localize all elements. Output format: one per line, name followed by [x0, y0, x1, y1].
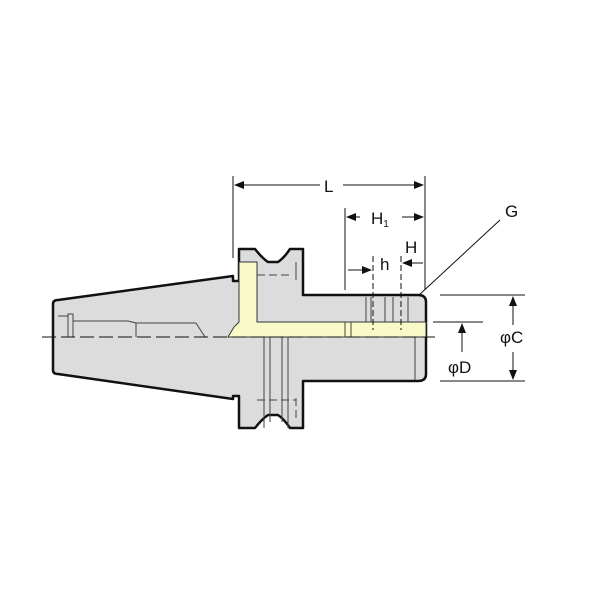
holder-body [51, 247, 428, 430]
internal-details [58, 262, 416, 428]
label-H1: H1 [371, 209, 389, 230]
label-G: G [505, 202, 518, 221]
label-L: L [324, 177, 333, 196]
dimension-lines [232, 176, 525, 382]
label-H: H [405, 238, 417, 257]
label-phi-D: φD [448, 358, 471, 377]
label-h: h [380, 255, 389, 274]
label-phi-C: φC [500, 328, 523, 347]
